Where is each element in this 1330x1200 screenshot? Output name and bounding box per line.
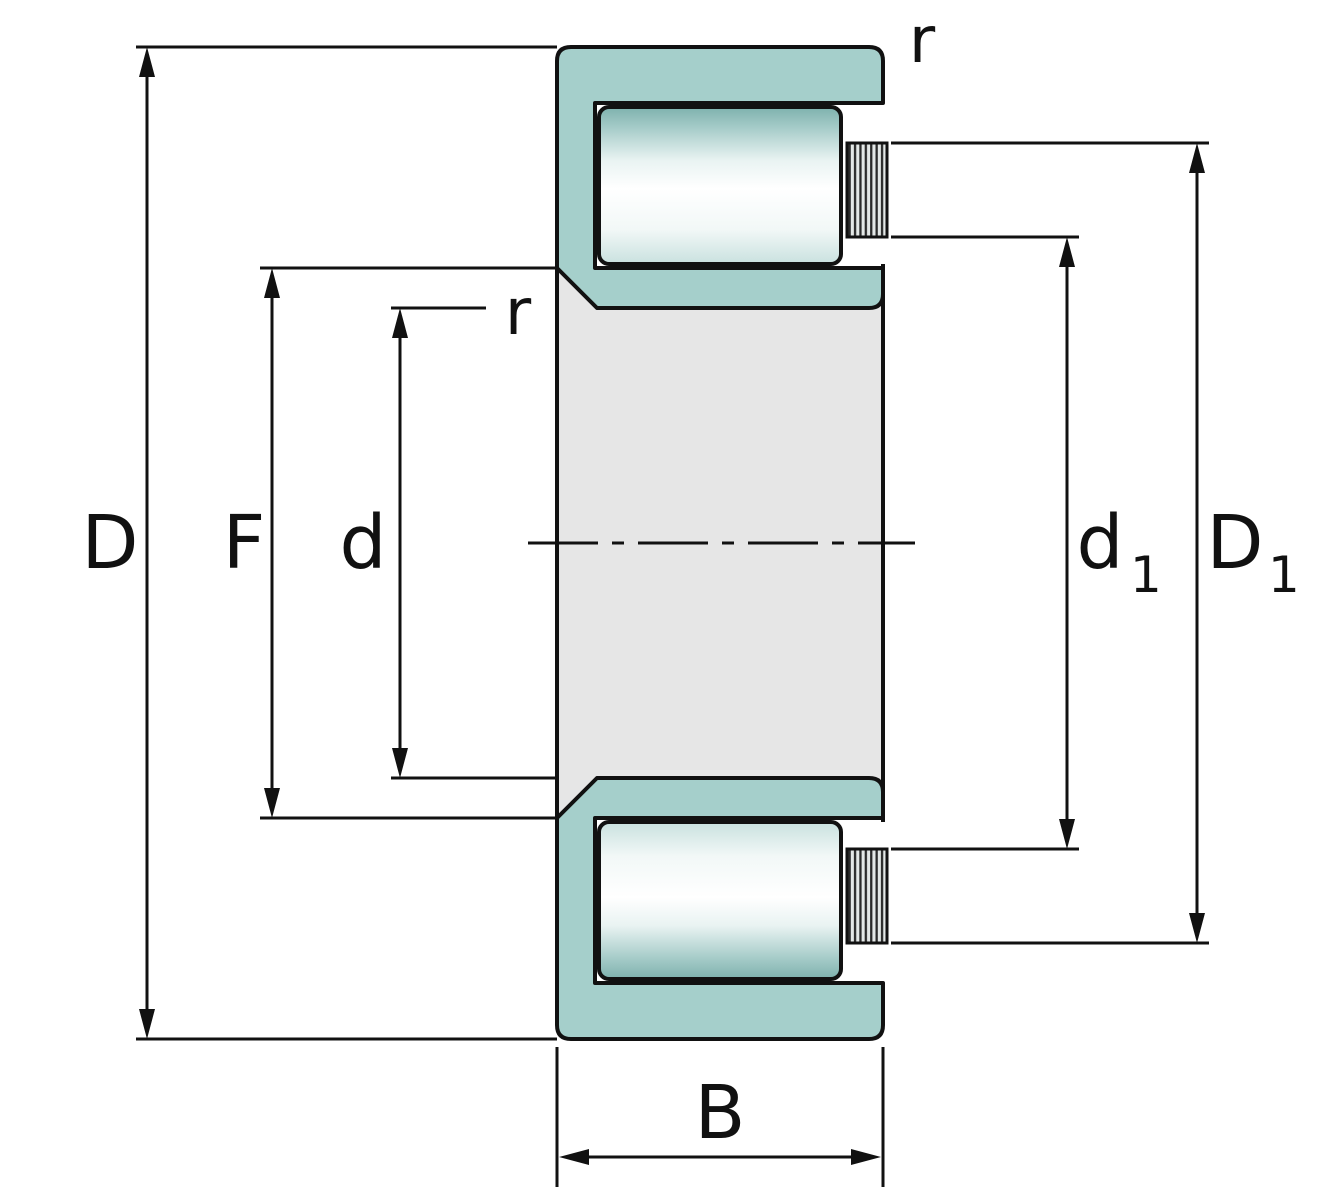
dim-label-d: d <box>340 500 387 586</box>
cage-bottom <box>845 847 889 945</box>
dim-D1-arrow-bottom <box>1189 913 1205 943</box>
outer-ring-top-section <box>555 45 885 310</box>
dim-D: D <box>82 45 557 1041</box>
chamfer-label-r-left: r <box>505 276 532 350</box>
dim-d-arrow-bottom <box>392 748 408 778</box>
dim-B-arrow-right <box>851 1149 881 1165</box>
inner-ring-section <box>557 266 883 820</box>
dim-d1-arrow-top <box>1059 237 1075 267</box>
roller-bottom <box>597 820 843 981</box>
dim-d-arrow-top <box>392 308 408 338</box>
dim-D1-arrow-top <box>1189 143 1205 173</box>
dim-label-D1-subscript: 1 <box>1268 546 1300 604</box>
dim-F-arrow-top <box>264 268 280 298</box>
dim-label-D1-base: D <box>1207 500 1264 586</box>
dim-label-D: D <box>82 500 139 586</box>
dim-D-arrow-top <box>139 47 155 77</box>
cage-top <box>845 141 889 239</box>
dim-F-arrow-bottom <box>264 788 280 818</box>
dim-label-B: B <box>695 1070 746 1156</box>
dim-B-arrow-left <box>559 1149 589 1165</box>
dim-d1-arrow-bottom <box>1059 819 1075 849</box>
outer-ring-bottom-section <box>555 776 885 1041</box>
dim-d1: d 1 <box>891 235 1162 851</box>
dim-D-arrow-bottom <box>139 1009 155 1039</box>
chamfer-label-r-top-right: r <box>909 4 936 78</box>
dim-label-d1-subscript: 1 <box>1130 546 1162 604</box>
dim-label-F: F <box>223 500 266 586</box>
roller-top <box>597 105 843 266</box>
dim-label-d1-base: d <box>1077 500 1124 586</box>
dim-d: d <box>340 306 557 780</box>
dim-D1: D 1 <box>891 141 1300 945</box>
dim-F: F <box>223 266 557 820</box>
dim-B: B <box>555 1047 885 1187</box>
